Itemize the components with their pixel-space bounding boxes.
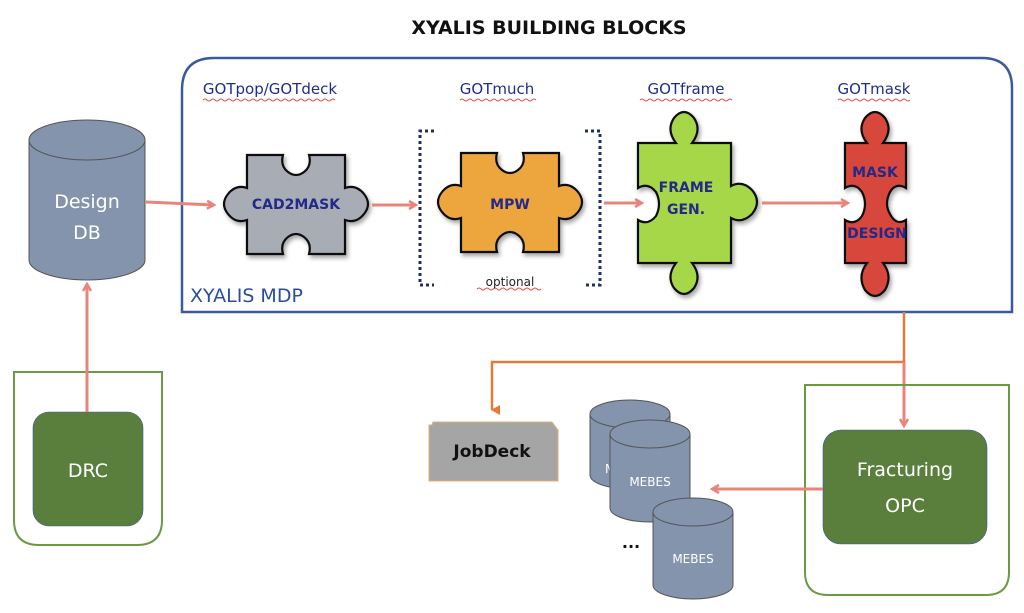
mebes-cylinder-middle[interactable]: MEBES [609,419,691,523]
puzzle-mpw[interactable] [436,151,584,254]
tool-label-gotmuch: GOTmuch [460,80,534,98]
mebes-label-middle: MEBES [629,475,670,489]
puzzle-mask-design[interactable] [843,110,908,298]
cad2mask-label: CAD2MASK [252,197,341,213]
drc-label: DRC [68,460,108,482]
optional-bracket [418,129,602,287]
arrow-maskdesign-to-jobdeck [490,312,906,415]
jobdeck-label: JobDeck [452,442,531,462]
fracturing-label-line1: Fracturing [857,459,953,481]
puzzle-cad2mask[interactable] [222,153,370,256]
mask-design-label-line1: MASK [852,165,899,181]
fracturing-box[interactable] [822,429,988,545]
optional-note: optional [486,275,535,289]
mask-design-label-line2: DESIGN [847,226,907,242]
fracturing-container [804,384,1010,596]
design-db-label-line2: DB [73,222,101,244]
mebes-ellipsis: ... [622,533,640,552]
jobdeck-card[interactable] [428,421,559,482]
mebes-label-front: MEBES [672,552,713,566]
puzzle-frame-gen[interactable] [636,110,759,296]
tool-label-gotframe: GOTframe [647,80,724,98]
frame-gen-label-line2: GEN. [667,202,705,218]
mpw-label: MPW [490,197,530,213]
mebes-cylinder-front[interactable]: MEBES [652,497,734,600]
frame-gen-label-line1: FRAME [659,180,714,196]
drc-container [13,371,163,546]
design-db-label-line1: Design [54,191,120,213]
tool-label-gotmask: GOTmask [838,80,911,98]
diagram-title: XYALIS BUILDING BLOCKS [411,17,686,39]
mdp-container [180,56,1014,314]
design-db-cylinder[interactable]: Design DB [28,119,146,281]
mdp-label: XYALIS MDP [190,285,303,307]
arrow-db-to-cad2mask [145,202,214,205]
tool-label-gotpop: GOTpop/GOTdeck [203,80,337,98]
fracturing-label-line2: OPC [885,495,925,517]
jobdeck-label-text: JobDeck [452,442,531,462]
